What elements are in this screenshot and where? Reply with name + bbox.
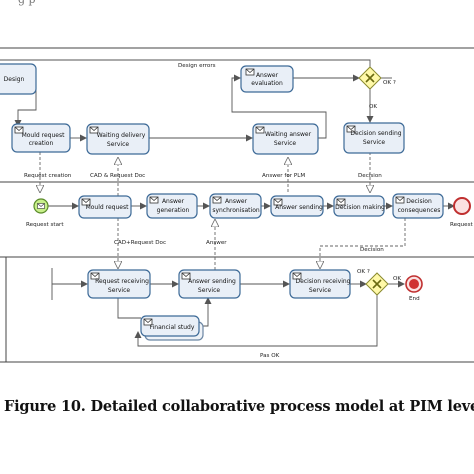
label-request-creation: Request creation bbox=[24, 173, 72, 179]
label-financial-study: Financial study bbox=[150, 324, 195, 331]
start-event-request bbox=[33, 198, 49, 214]
envelope-icon bbox=[90, 272, 100, 280]
label-mould-request-creation-2: creation bbox=[29, 140, 54, 147]
label-answer-for-plm: Answer for PLM bbox=[262, 173, 305, 179]
task-answer-sync bbox=[209, 193, 262, 219]
envelope-icon bbox=[89, 126, 99, 134]
label-cad-request-doc: CAD & Request Doc bbox=[90, 173, 145, 179]
label-ok-q1: OK ? bbox=[383, 80, 396, 86]
label-waiting-delivery-2: Service bbox=[107, 141, 129, 148]
message-flows bbox=[40, 152, 406, 270]
label-ok1: OK bbox=[369, 104, 377, 110]
task-mould-request bbox=[78, 195, 132, 219]
label-answer-sync-2: synchronisation bbox=[212, 207, 260, 214]
tasks bbox=[0, 63, 444, 341]
label-mould-request-creation-1: Mould request bbox=[22, 132, 65, 139]
task-answer-generation bbox=[146, 193, 198, 219]
label-ok2: OK bbox=[393, 276, 401, 282]
label-mould-request: Mould request bbox=[86, 204, 129, 211]
flow-receiving-to-financial bbox=[117, 298, 141, 319]
task-waiting-answer bbox=[252, 123, 319, 155]
label-waiting-answer-1: Waiting answer bbox=[265, 131, 312, 138]
exclusive-gateway-2 bbox=[365, 272, 389, 296]
envelope-icon bbox=[245, 68, 255, 76]
label-answer-sync-1: Answer bbox=[225, 198, 248, 205]
envelope-icon bbox=[143, 318, 153, 326]
task-decision-sending bbox=[343, 122, 405, 154]
end-event-end bbox=[405, 275, 423, 293]
exclusive-gateway-1 bbox=[358, 66, 382, 90]
label-answer: Answer bbox=[206, 240, 227, 246]
label-decision-consequences-1: Decision bbox=[406, 198, 432, 205]
task-decision-making bbox=[333, 195, 385, 217]
envelope-icon bbox=[255, 126, 265, 134]
label-request-start: Request start bbox=[26, 222, 64, 228]
label-decision-sending-1: Decision sending bbox=[350, 130, 401, 137]
label-request-receiving-2: Service bbox=[108, 287, 130, 294]
label-design-errors: Design errors bbox=[178, 63, 216, 69]
task-design bbox=[0, 63, 37, 95]
label-waiting-answer-2: Service bbox=[274, 140, 296, 147]
label-cad-request-doc2: CAD+Request Doc bbox=[114, 240, 166, 246]
envelope-icon bbox=[14, 126, 24, 134]
flow-design-to-mould bbox=[14, 80, 37, 127]
label-answer-generation-2: generation bbox=[157, 207, 190, 214]
sequence-flows bbox=[0, 59, 455, 347]
cropped-header-text: g p bbox=[18, 0, 36, 6]
events bbox=[33, 197, 471, 293]
flow-gateway-pas-ok bbox=[134, 295, 378, 347]
label-answer-generation-1: Answer bbox=[162, 198, 185, 205]
label-design: Design bbox=[4, 76, 25, 83]
envelope-icon bbox=[181, 272, 191, 280]
label-decision2: Decision bbox=[360, 247, 384, 253]
figure-caption: Figure 10. Detailed collaborative proces… bbox=[4, 398, 474, 415]
task-labels: Design Answer evaluation Mould request c… bbox=[4, 72, 441, 331]
task-decision-receiving bbox=[289, 269, 351, 299]
task-financial-study bbox=[140, 315, 200, 337]
envelope-icon bbox=[292, 272, 302, 280]
end-event-request bbox=[453, 197, 471, 215]
label-answer-sending-service-2: Service bbox=[198, 287, 220, 294]
gateways bbox=[358, 66, 389, 296]
task-answer-sending bbox=[270, 195, 324, 217]
label-decision-receiving-2: Service bbox=[309, 287, 331, 294]
label-answer-evaluation-2: evaluation bbox=[251, 80, 283, 87]
label-decision-making: Decision making bbox=[335, 204, 385, 211]
task-mould-request-creation bbox=[11, 123, 71, 153]
task-answer-sending-service bbox=[178, 269, 241, 299]
label-decision-receiving-1: Decision receiving bbox=[296, 278, 351, 285]
label-decision: Decision bbox=[358, 173, 382, 179]
envelope-icons bbox=[14, 68, 405, 326]
task-waiting-delivery bbox=[86, 123, 150, 155]
label-ok-q2: OK ? bbox=[357, 269, 370, 275]
label-decision-sending-2: Service bbox=[363, 139, 385, 146]
envelope-icon bbox=[336, 198, 346, 206]
envelope-icon bbox=[81, 198, 91, 206]
label-waiting-delivery-1: Waiting delivery bbox=[97, 132, 146, 139]
label-decision-consequences-2: consequences bbox=[398, 207, 441, 214]
envelope-icon bbox=[346, 125, 356, 133]
label-pas-ok: Pas OK bbox=[260, 353, 280, 359]
flow-gateway-design-errors bbox=[0, 59, 371, 67]
task-decision-consequences bbox=[392, 193, 444, 219]
task-request-receiving bbox=[87, 269, 151, 299]
label-answer-evaluation-1: Answer bbox=[256, 72, 279, 79]
label-request-receiving-1: Request receiving bbox=[95, 278, 149, 285]
label-answer-sending: Answer sending bbox=[275, 204, 323, 211]
msg-decision2 bbox=[320, 218, 406, 268]
flow-labels: Design errors OK ? OK Request creation C… bbox=[24, 63, 474, 359]
envelope-icon bbox=[395, 196, 405, 204]
pool-borders bbox=[0, 47, 474, 363]
envelope-icon bbox=[149, 196, 159, 204]
envelope-icon bbox=[212, 196, 222, 204]
label-answer-sending-service-1: Answer sending bbox=[188, 278, 236, 285]
envelope-icon bbox=[273, 198, 283, 206]
flow-waiting-answer-to-evaluation bbox=[231, 74, 327, 139]
label-end: End bbox=[409, 296, 420, 302]
label-request-end: Request bbox=[450, 222, 474, 228]
